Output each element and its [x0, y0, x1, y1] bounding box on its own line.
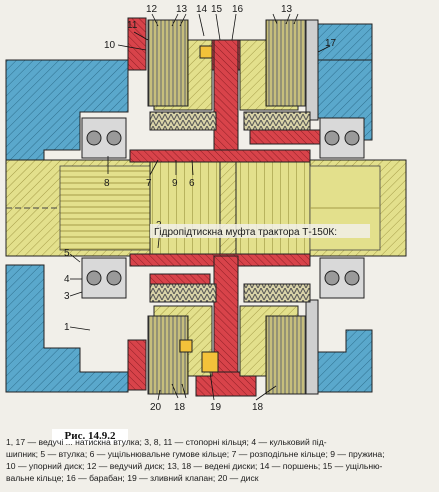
callout-7: 7 [146, 178, 152, 189]
figure-title: Гідропідтискна муфта трактора Т-150К: [154, 226, 337, 238]
callout-17: 17 [325, 38, 337, 49]
callout-13-top-right: 13 [281, 4, 293, 15]
callout-6: 6 [189, 178, 195, 189]
callout-18-bottom-right: 18 [252, 402, 264, 413]
callout-numbers: 11 10 12 13 14 15 16 13 17 8 7 9 6 2 5 4… [64, 4, 337, 413]
legend-line: 1, 17 — ведучі ... натискна втулка; 3, 8… [6, 437, 327, 447]
callout-15: 15 [211, 4, 223, 15]
return-springs [149, 111, 311, 303]
callout-20: 20 [150, 402, 162, 413]
legend-line: 10 — упорний диск; 12 — ведучий диск; 13… [6, 461, 383, 471]
clutch-plate-packs [147, 19, 319, 395]
callout-8: 8 [104, 178, 110, 189]
callout-leaders [69, 13, 331, 401]
callout-13-top-left: 13 [176, 4, 188, 15]
callout-14: 14 [196, 4, 208, 15]
legend-line: шипник; 5 — втулка; 6 — ущільнювальне гу… [6, 449, 385, 459]
figure-legend: 1, 17 — ведучі ... натискна втулка; 3, 8… [6, 436, 436, 484]
callout-18-bottom-left: 18 [174, 402, 186, 413]
callout-4: 4 [64, 274, 70, 285]
callout-10: 10 [104, 40, 116, 51]
title-backdrop [150, 224, 370, 238]
callout-11: 11 [127, 20, 138, 31]
pistons [153, 39, 299, 377]
figure-label: Рис. 14.9.2 [52, 429, 128, 444]
callout-5: 5 [64, 248, 70, 259]
callout-3: 3 [64, 291, 70, 302]
callout-19: 19 [210, 402, 222, 413]
callout-16: 16 [232, 4, 244, 15]
drain-valve [179, 45, 219, 373]
callout-1: 1 [64, 322, 70, 333]
callout-12: 12 [146, 4, 158, 15]
legend-line: вальне кільце; 16 — барабан; 19 — зливни… [6, 473, 259, 483]
ball-bearings [81, 117, 365, 299]
main-shaft [5, 159, 407, 257]
callout-9: 9 [172, 178, 178, 189]
